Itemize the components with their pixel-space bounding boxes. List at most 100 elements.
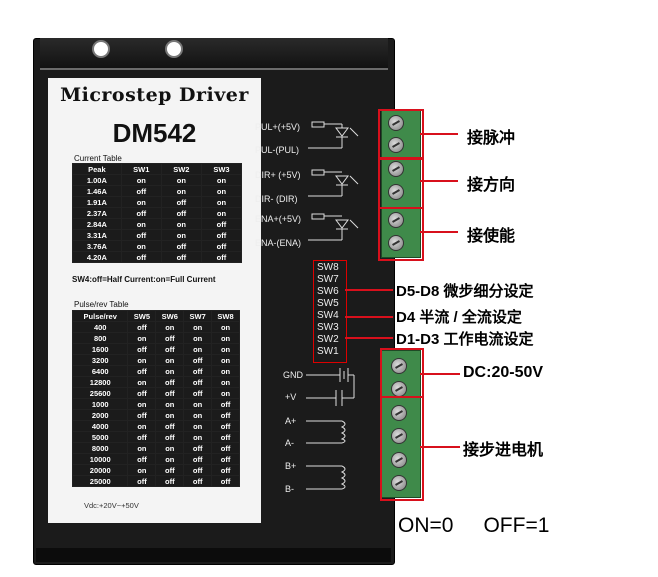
pulse-table-cell: on <box>183 398 213 410</box>
dc-terminal-highlight <box>380 348 424 398</box>
pulse-table-cell: off <box>183 464 213 476</box>
pulse-table-cell: 1000 <box>71 398 129 410</box>
screw-icon <box>388 115 404 131</box>
screw-icon <box>388 184 404 200</box>
pulse-table-cell: on <box>211 365 240 377</box>
current-table-header-cell: SW1 <box>120 163 162 175</box>
pulse-table-cell: on <box>183 431 213 443</box>
pulse-table-header-cell: SW6 <box>155 310 185 322</box>
pulse-table-cell: off <box>155 464 185 476</box>
pulse-table-cell: 3200 <box>71 354 129 366</box>
pulse-table-cell: 6400 <box>71 365 129 377</box>
pulse-table-cell: on <box>127 442 157 454</box>
pulse-table-caption: Pulse/rev Table <box>74 300 129 309</box>
pulse-table-cell: on <box>155 321 185 333</box>
pulse-table-cell: 400 <box>71 321 129 333</box>
pulse-table-cell: on <box>183 332 213 344</box>
pulse-table-cell: on <box>155 365 185 377</box>
current-table-caption: Current Table <box>74 154 122 163</box>
pulse-table-cell: off <box>127 365 157 377</box>
pulse-table-cell: off <box>155 387 185 399</box>
pulse-table-cell: off <box>211 453 240 465</box>
pulse-table-cell: off <box>127 431 157 443</box>
pulse-table-cell: 2000 <box>71 409 129 421</box>
pin-label-gnd: GND <box>283 370 303 380</box>
pulse-table-cell: on <box>211 332 240 344</box>
pulse-table-cell: off <box>183 453 213 465</box>
screw-icon <box>391 452 407 468</box>
pulse-table-cell: on <box>183 321 213 333</box>
pulse-table-cell: off <box>183 365 213 377</box>
current-table-cell: on <box>120 196 162 208</box>
pulse-table-cell: off <box>155 376 185 388</box>
pin-label-a-plus: A+ <box>285 416 297 426</box>
current-table-cell: off <box>160 196 202 208</box>
d4-leader-line <box>345 316 393 318</box>
pulse-table-cell: on <box>155 442 185 454</box>
switch-label-sw3: SW3 <box>317 322 339 333</box>
switch-label-sw7: SW7 <box>317 274 339 285</box>
on-label: ON=0 <box>398 514 454 537</box>
pulse-table-cell: on <box>211 343 240 355</box>
current-table-cell: on <box>200 174 243 186</box>
d1-d3-leader-line <box>345 337 393 339</box>
annotation-pulse: 接脉冲 <box>467 130 516 147</box>
pulse-table-cell: off <box>183 475 213 487</box>
screw-icon <box>388 161 404 177</box>
switch-label-sw1: SW1 <box>317 346 339 357</box>
current-table-cell: 1.46A <box>72 185 122 197</box>
annotation-d1-d3: D1-D3 工作电流设定 <box>396 331 534 348</box>
dc-leader-line <box>420 373 460 375</box>
chassis-top-flange <box>40 38 388 70</box>
current-table-cell: on <box>160 185 202 197</box>
pin-label-ena-minus: ENA-(ENA) <box>255 238 302 248</box>
current-table-cell: off <box>120 185 162 197</box>
screw-icon <box>391 428 407 444</box>
pulse-table-cell: 1600 <box>71 343 129 355</box>
current-table-cell: on <box>160 218 202 230</box>
pulse-table-cell: off <box>211 398 240 410</box>
pulse-table-cell: on <box>211 376 240 388</box>
screw-icon <box>391 475 407 491</box>
screw-icon <box>391 358 407 374</box>
pulse-table-cell: on <box>155 354 185 366</box>
pulse-table-cell: off <box>211 475 240 487</box>
power-motor-symbols-icon <box>306 368 355 490</box>
motor-terminal-highlight <box>380 396 424 501</box>
current-table-cell: off <box>200 251 243 263</box>
pulse-table-header-cell: SW5 <box>127 310 157 322</box>
pulse-leader-line <box>420 133 458 135</box>
annotation-enable: 接使能 <box>467 228 516 245</box>
sw4-note: SW4:off=Half Current:on=Full Current <box>72 275 216 284</box>
current-table-cell: off <box>200 218 243 230</box>
pulse-table-cell: 12800 <box>71 376 129 388</box>
pulse-table-header-cell: SW8 <box>211 310 240 322</box>
current-table-cell: 1.00A <box>72 174 122 186</box>
pulse-terminal-highlight <box>378 109 424 160</box>
pulse-table-cell: off <box>155 332 185 344</box>
pulse-table-cell: on <box>155 453 185 465</box>
current-table-header-cell: Peak <box>72 163 122 175</box>
current-table-cell: off <box>160 207 202 219</box>
current-table-cell: 4.20A <box>72 251 122 263</box>
pulse-table-cell: off <box>155 420 185 432</box>
switch-label-sw8: SW8 <box>317 262 339 273</box>
pulse-table-cell: 25000 <box>71 475 129 487</box>
pulse-table-cell: off <box>155 475 185 487</box>
pulse-table-cell: on <box>183 343 213 355</box>
